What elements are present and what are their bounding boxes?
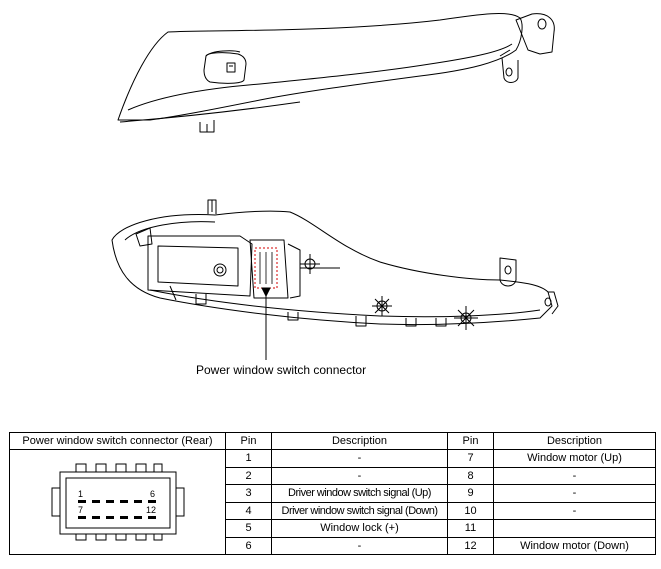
pin-table: Power window switch connector (Rear) Pin… — [9, 432, 656, 555]
header-description-right: Description — [493, 432, 656, 450]
pin-number: 5 — [225, 519, 272, 538]
header-connector: Power window switch connector (Rear) — [9, 432, 226, 450]
switch-assembly-drawing — [111, 13, 559, 360]
callout-label: Power window switch connector — [196, 363, 367, 377]
connector-pin-1-label: 1 — [78, 489, 83, 499]
connector-face-cell: 1 6 7 12 — [9, 449, 226, 555]
pin-number: 4 — [225, 501, 272, 520]
pin-description: Window lock (+) — [271, 519, 448, 538]
header-description-left: Description — [271, 432, 448, 450]
connector-pin-7-label: 7 — [78, 505, 83, 515]
pin-number: 2 — [225, 466, 272, 485]
table-row: 5 Window lock (+) 11 — [10, 519, 656, 538]
pin-description: - — [493, 466, 656, 485]
pin-description: - — [271, 449, 448, 468]
pin-description: Window motor (Up) — [493, 449, 656, 468]
pin-description — [493, 519, 656, 538]
connector-face-diagram: 1 6 7 12 — [51, 463, 184, 541]
pin-description: Window motor (Down) — [493, 536, 656, 555]
connector-pin-12-label: 12 — [146, 505, 156, 515]
switch-panel-rear-view — [111, 199, 559, 330]
pin-number: 1 — [225, 449, 272, 468]
table-row: 1 6 7 12 1 - 7 Window motor (Up) — [9, 449, 656, 555]
header-pin-right: Pin — [447, 432, 494, 450]
switch-panel-front-view — [117, 13, 555, 133]
pin-description: - — [271, 466, 448, 485]
table-row: 4 Driver window switch signal (Down) 10 … — [10, 501, 656, 520]
pin-number: 10 — [447, 501, 494, 520]
pin-number: 7 — [447, 449, 494, 468]
pin-description: Driver window switch signal (Down) — [271, 501, 448, 520]
connector-pin-6-label: 6 — [150, 489, 155, 499]
pin-number: 11 — [447, 519, 494, 538]
pin-number: 3 — [225, 484, 272, 503]
pin-number: 12 — [447, 536, 494, 555]
pin-description: - — [493, 501, 656, 520]
pin-number: 9 — [447, 484, 494, 503]
pin-description: - — [271, 536, 448, 555]
pin-number: 6 — [225, 536, 272, 555]
pin-table-header: Power window switch connector (Rear) Pin… — [9, 432, 656, 450]
table-row: 6 - 12 Window motor (Down) — [10, 536, 656, 555]
pin-number: 8 — [447, 466, 494, 485]
pin-description: - — [493, 484, 656, 503]
header-pin-left: Pin — [225, 432, 272, 450]
pin-description: Driver window switch signal (Up) — [271, 484, 448, 503]
